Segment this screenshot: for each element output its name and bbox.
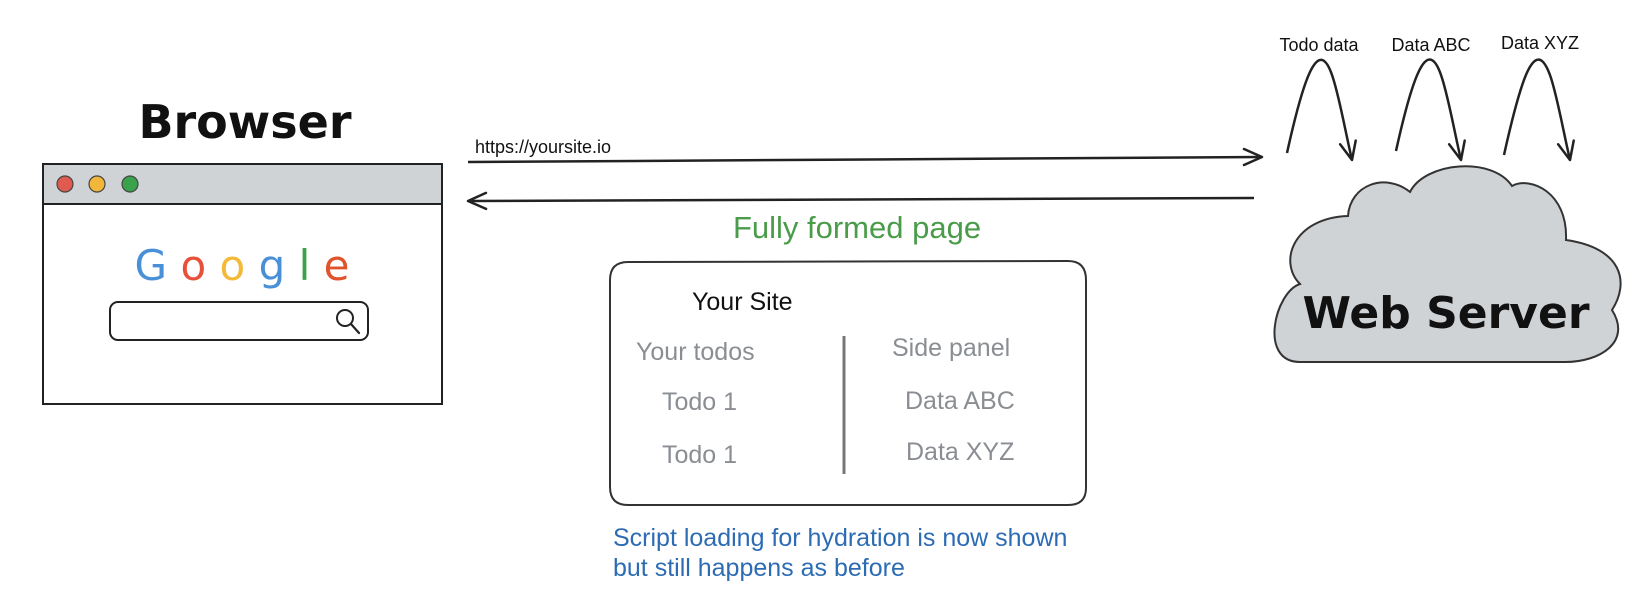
search-icon[interactable] <box>336 309 361 335</box>
todos-header: Your todos <box>636 338 755 366</box>
data-fetch-arrow <box>1394 58 1466 162</box>
maximize-dot-icon[interactable] <box>121 175 139 193</box>
page-title: Your Site <box>692 288 793 316</box>
side-panel-item: Data ABC <box>905 387 1015 415</box>
data-fetch-arrow <box>1285 58 1357 162</box>
logo-letter: G <box>135 241 168 290</box>
logo-letter: g <box>259 241 286 290</box>
data-source-label: Data ABC <box>1391 35 1470 55</box>
response-label: Fully formed page <box>733 210 981 245</box>
request-url: https://yoursite.io <box>475 137 611 157</box>
google-logo: G o o g l e <box>135 241 350 290</box>
server-label: Web Server <box>1302 288 1589 339</box>
minimize-dot-icon[interactable] <box>88 175 106 193</box>
request-arrow <box>467 147 1264 167</box>
close-dot-icon[interactable] <box>56 175 74 193</box>
response-arrow <box>466 191 1255 211</box>
data-source-label: Todo data <box>1279 35 1359 55</box>
todo-item: Todo 1 <box>662 388 737 416</box>
browser-window: G o o g l e <box>42 163 443 405</box>
page-card: Your Site Your todos Todo 1 Todo 1 Side … <box>609 259 1087 506</box>
hydration-note-line-1: Script loading for hydration is now show… <box>613 524 1067 552</box>
data-source-label: Data XYZ <box>1501 33 1579 53</box>
browser-titlebar <box>42 163 443 205</box>
side-panel-header: Side panel <box>892 334 1010 362</box>
side-panel-item: Data XYZ <box>906 438 1014 466</box>
hydration-note-line-2: but still happens as before <box>613 554 905 582</box>
search-input[interactable] <box>109 301 369 341</box>
logo-letter: e <box>324 241 350 290</box>
logo-letter: o <box>180 241 206 290</box>
browser-title: Browser <box>138 95 351 149</box>
todo-item: Todo 1 <box>662 441 737 469</box>
logo-letter: o <box>220 241 246 290</box>
server-cloud <box>1273 165 1622 363</box>
data-fetch-arrow <box>1502 58 1575 162</box>
logo-letter: l <box>299 241 311 290</box>
